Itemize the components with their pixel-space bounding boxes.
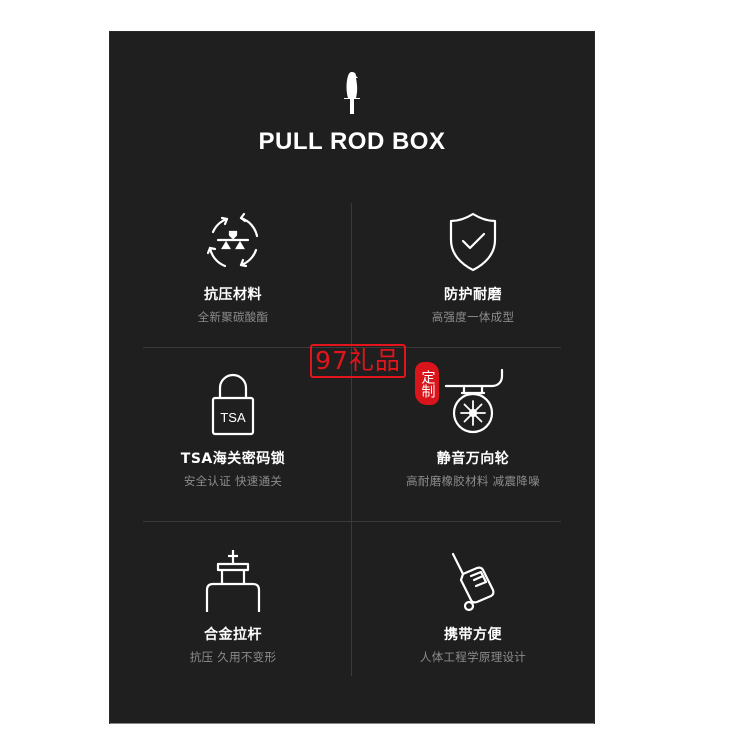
feature-tsa-lock: TSA TSA海关密码锁 安全认证 快速通关 [113,370,353,489]
bird-icon [344,72,360,114]
feature-name: 合金拉杆 [204,627,262,643]
watermark-seal: 定制 [415,362,439,405]
feature-name: TSA海关密码锁 [180,451,286,467]
feature-desc: 高强度一体成型 [431,310,515,324]
feature-name: 携带方便 [444,627,502,643]
wheel-icon [444,368,504,434]
feature-desc: 人体工程学原理设计 [419,650,527,664]
feature-desc: 安全认证 快速通关 [183,474,283,488]
horizontal-divider-1 [143,347,561,348]
feature-protection: 防护耐磨 高强度一体成型 [353,210,593,325]
feature-name: 防护耐磨 [444,287,502,303]
feature-desc: 抗压 久用不变形 [189,650,277,664]
feature-name: 静音万向轮 [436,451,510,467]
horizontal-divider-2 [143,521,561,522]
feature-name: 抗压材料 [204,287,262,303]
feature-pressure-material: 抗压材料 全新聚碳酸酯 [113,210,353,325]
vertical-divider [351,203,352,676]
shield-check-icon [449,212,497,272]
product-feature-panel: PULL ROD BOX 抗压材料 全新聚碳酸酯 防护耐磨 高强度一体成型 [110,32,594,723]
feature-desc: 高耐磨橡胶材料 减震降噪 [406,474,540,488]
feature-portable: 携带方便 人体工程学原理设计 [353,548,593,665]
pressure-cycle-icon [206,212,259,268]
tsa-lock-icon: TSA [211,373,255,436]
feature-desc: 全新聚碳酸酯 [197,310,269,324]
svg-text:TSA: TSA [220,410,246,425]
feature-silent-wheel: 静音万向轮 高耐磨橡胶材料 减震降噪 [353,368,593,489]
pull-rod-icon [205,550,261,612]
watermark-brand: 97礼品 [310,344,406,378]
luggage-icon [451,552,495,612]
page-title: PULL ROD BOX [258,128,446,155]
feature-alloy-rod: 合金拉杆 抗压 久用不变形 [113,548,353,665]
